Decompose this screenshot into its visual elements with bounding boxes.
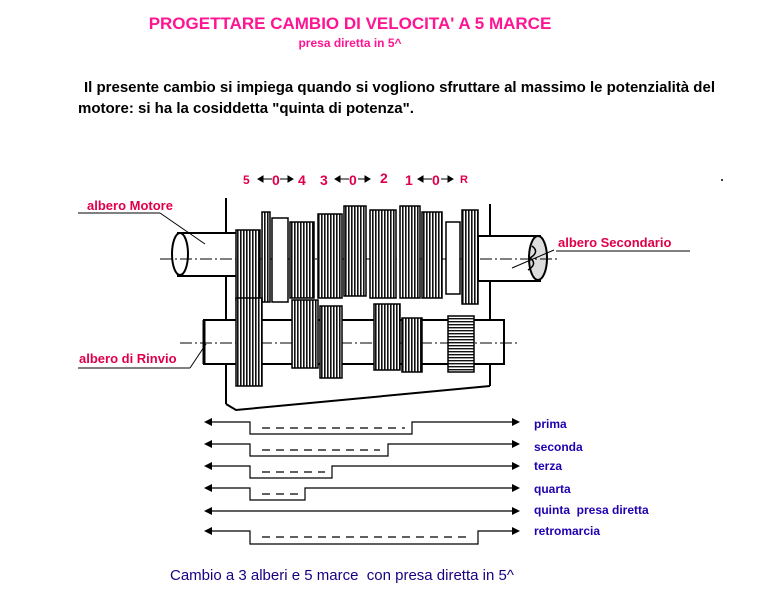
gear-label-5: 5 xyxy=(243,173,250,187)
figure-caption: Cambio a 3 alberi e 5 marce con presa di… xyxy=(170,567,514,584)
gear-label-neutral: 0 xyxy=(272,172,280,188)
legend-item-quarta: quarta xyxy=(534,482,571,496)
legend-item-retromarcia: retromarcia xyxy=(534,524,601,538)
legend-lines xyxy=(210,421,512,545)
gear-label-neutral: 0 xyxy=(349,172,357,188)
gear-label-neutral: 0 xyxy=(432,172,440,188)
gear-label-reverse: R xyxy=(460,174,468,186)
gear-label-4: 4 xyxy=(298,172,306,188)
page-subtitle: presa diretta in 5^ xyxy=(298,36,402,50)
main-shaft-gears xyxy=(235,205,479,305)
legend-arrowheads xyxy=(204,418,520,535)
gear-label-2: 2 xyxy=(380,170,388,186)
gear-label-3: 3 xyxy=(320,172,328,188)
legend-item-prima: prima xyxy=(534,417,567,431)
legend-item-terza: terza xyxy=(534,459,563,473)
legend-item-quinta: quinta presa diretta xyxy=(534,503,649,517)
intro-paragraph: Il presente cambio si impiega quando si … xyxy=(78,79,715,117)
label-albero-motore: albero Motore xyxy=(87,198,173,213)
input-shaft xyxy=(171,232,239,277)
layshaft-gears xyxy=(235,297,475,387)
label-albero-rinvio: albero di Rinvio xyxy=(79,351,177,366)
legend-item-seconda: seconda xyxy=(534,440,583,454)
label-albero-secondario: albero Secondario xyxy=(558,235,672,250)
gear-label-1: 1 xyxy=(405,172,413,188)
page-title: PROGETTARE CAMBIO DI VELOCITA' A 5 MARCE xyxy=(148,14,552,33)
